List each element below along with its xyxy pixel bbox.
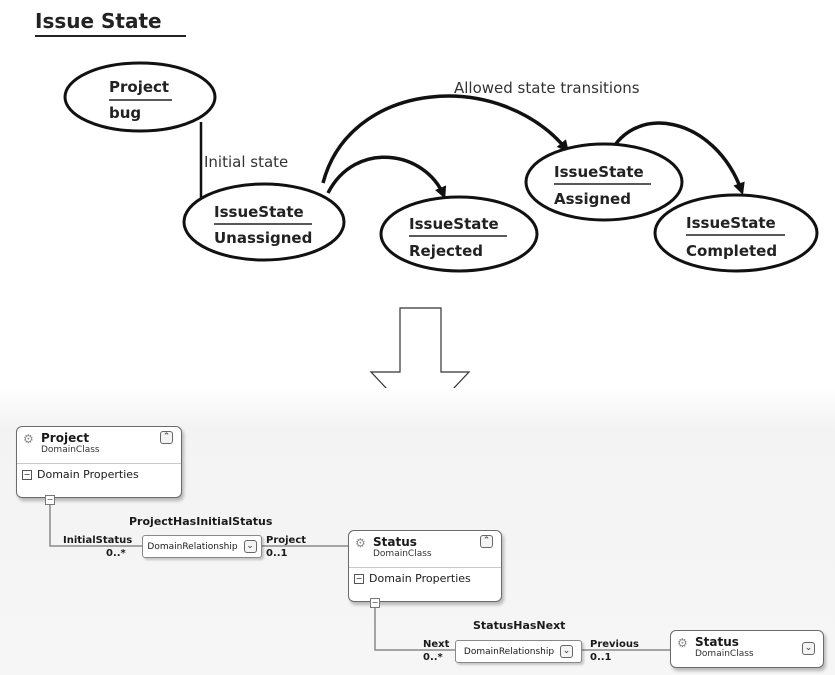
status-domain-class[interactable]: ⚙ Status DomainClass ⌃ − Domain Properti… xyxy=(348,530,502,602)
class-name: Project xyxy=(41,431,90,445)
node-value-label: Rejected xyxy=(409,242,483,260)
collapse-toggle-icon[interactable]: ⌃ xyxy=(480,535,493,548)
source-multiplicity: 0..* xyxy=(106,548,126,559)
target-role: Previous xyxy=(590,639,639,650)
transition-to-completed xyxy=(605,121,745,195)
node-value-label: Unassigned xyxy=(214,229,312,247)
target-role: Project xyxy=(266,535,307,546)
sketch-title: Issue State xyxy=(35,9,162,33)
source-role: Next xyxy=(423,639,450,650)
class-kind: DomainClass xyxy=(695,649,754,659)
domain-class-icon: ⚙ xyxy=(677,636,688,650)
transitions-annotation: Allowed state transitions xyxy=(454,79,640,97)
sketch-diagram: Issue State Allowed state transitions In… xyxy=(35,9,819,400)
domain-relationship-shape[interactable]: DomainRelationship ⌄ xyxy=(455,640,582,663)
status-target-domain-class[interactable]: ⚙ Status DomainClass ⌄ xyxy=(670,630,824,668)
domain-class-icon: ⚙ xyxy=(23,432,34,446)
collapse-compartment-icon[interactable]: − xyxy=(22,469,32,480)
node-class-label: IssueState xyxy=(554,163,644,181)
class-header: ⚙ Status DomainClass xyxy=(677,636,754,660)
class-kind: DomainClass xyxy=(373,549,432,559)
class-header: ⚙ Project DomainClass xyxy=(23,432,100,456)
divider xyxy=(349,567,501,568)
state-node-assigned: IssueState Assigned xyxy=(524,142,684,222)
connection-port-icon[interactable]: − xyxy=(45,495,55,505)
divider xyxy=(17,463,181,464)
node-value-label: bug xyxy=(109,104,141,122)
relationship-kind: DomainRelationship xyxy=(463,646,555,657)
domain-class-icon: ⚙ xyxy=(355,536,366,550)
node-class-label: Project xyxy=(109,78,169,96)
source-role: InitialStatus xyxy=(63,535,133,546)
compartment-header[interactable]: − Domain Properties xyxy=(354,572,471,585)
node-class-label: IssueState xyxy=(214,203,304,221)
class-header: ⚙ Status DomainClass xyxy=(355,536,432,560)
relationship-name: StatusHasNext xyxy=(473,619,566,632)
expand-toggle-icon[interactable]: ⌄ xyxy=(802,642,815,655)
target-multiplicity: 0..1 xyxy=(590,652,612,663)
state-node-completed: IssueState Completed xyxy=(653,193,819,273)
source-multiplicity: 0..* xyxy=(423,652,443,663)
state-node-rejected: IssueState Rejected xyxy=(379,195,539,273)
target-multiplicity: 0..1 xyxy=(266,548,288,559)
class-name: Status xyxy=(695,635,739,649)
compartment-label: Domain Properties xyxy=(37,468,139,481)
project-domain-class[interactable]: ⚙ Project DomainClass ⌃ − Domain Propert… xyxy=(16,426,182,498)
expand-toggle-icon[interactable]: ⌄ xyxy=(560,645,574,658)
node-value-label: Completed xyxy=(686,242,777,260)
relationship-name: ProjectHasInitialStatus xyxy=(129,515,273,528)
class-kind: DomainClass xyxy=(41,445,100,455)
collapse-compartment-icon[interactable]: − xyxy=(354,573,364,584)
state-node-project: Project bug xyxy=(63,61,217,133)
class-name: Status xyxy=(373,535,417,549)
compartment-label: Domain Properties xyxy=(369,572,471,585)
expand-toggle-icon[interactable]: ⌄ xyxy=(243,540,257,553)
transition-to-rejected xyxy=(326,155,447,199)
node-class-label: IssueState xyxy=(409,215,499,233)
state-node-unassigned: IssueState Unassigned xyxy=(182,182,346,262)
relationship-kind: DomainRelationship xyxy=(147,541,238,552)
collapse-toggle-icon[interactable]: ⌃ xyxy=(160,431,173,444)
node-class-label: IssueState xyxy=(686,214,776,232)
connection-port-icon[interactable]: − xyxy=(370,598,380,608)
node-value-label: Assigned xyxy=(554,190,631,208)
initial-state-annotation: Initial state xyxy=(204,153,288,171)
domain-relationship-shape[interactable]: DomainRelationship ⌄ xyxy=(142,535,262,558)
transition-to-assigned xyxy=(321,94,569,184)
compartment-header[interactable]: − Domain Properties xyxy=(22,468,139,481)
